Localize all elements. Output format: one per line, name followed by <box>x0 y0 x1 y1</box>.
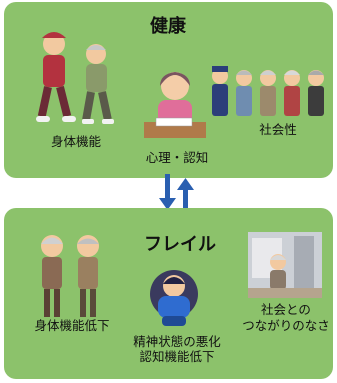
arrow-down-icon <box>159 174 176 210</box>
social-connection-label-line2: つながりのなさ <box>242 318 330 333</box>
depressed-person-illustration <box>150 270 198 326</box>
frail-elders-illustration <box>41 235 99 317</box>
mental-cognitive-label: 心理・認知 <box>145 150 209 165</box>
isolated-elder-illustration <box>248 232 322 298</box>
social-connection-label-line1: 社会との <box>261 302 311 317</box>
physical-decline-label: 身体機能低下 <box>34 318 110 333</box>
mental-deterioration-label: 精神状態の悪化 <box>133 334 221 349</box>
walking-elders-illustration <box>36 32 114 124</box>
social-group-illustration <box>212 66 324 116</box>
cognitive-decline-label: 認知機能低下 <box>139 349 215 364</box>
arrow-up-icon <box>177 178 194 214</box>
sociality-label: 社会性 <box>259 122 297 137</box>
physical-function-label: 身体機能 <box>50 134 101 149</box>
bidirectional-arrows <box>159 174 194 214</box>
frailty-title: フレイル <box>144 234 216 255</box>
frailty-panel: フレイル 身体機能低下 精神状態の悪化 認知機能低下 社会との つながりのなさ <box>4 208 333 379</box>
studying-elder-illustration <box>144 72 206 138</box>
health-panel: 健康 身体機能 心理・認知 <box>4 2 333 178</box>
health-title: 健康 <box>150 16 186 37</box>
